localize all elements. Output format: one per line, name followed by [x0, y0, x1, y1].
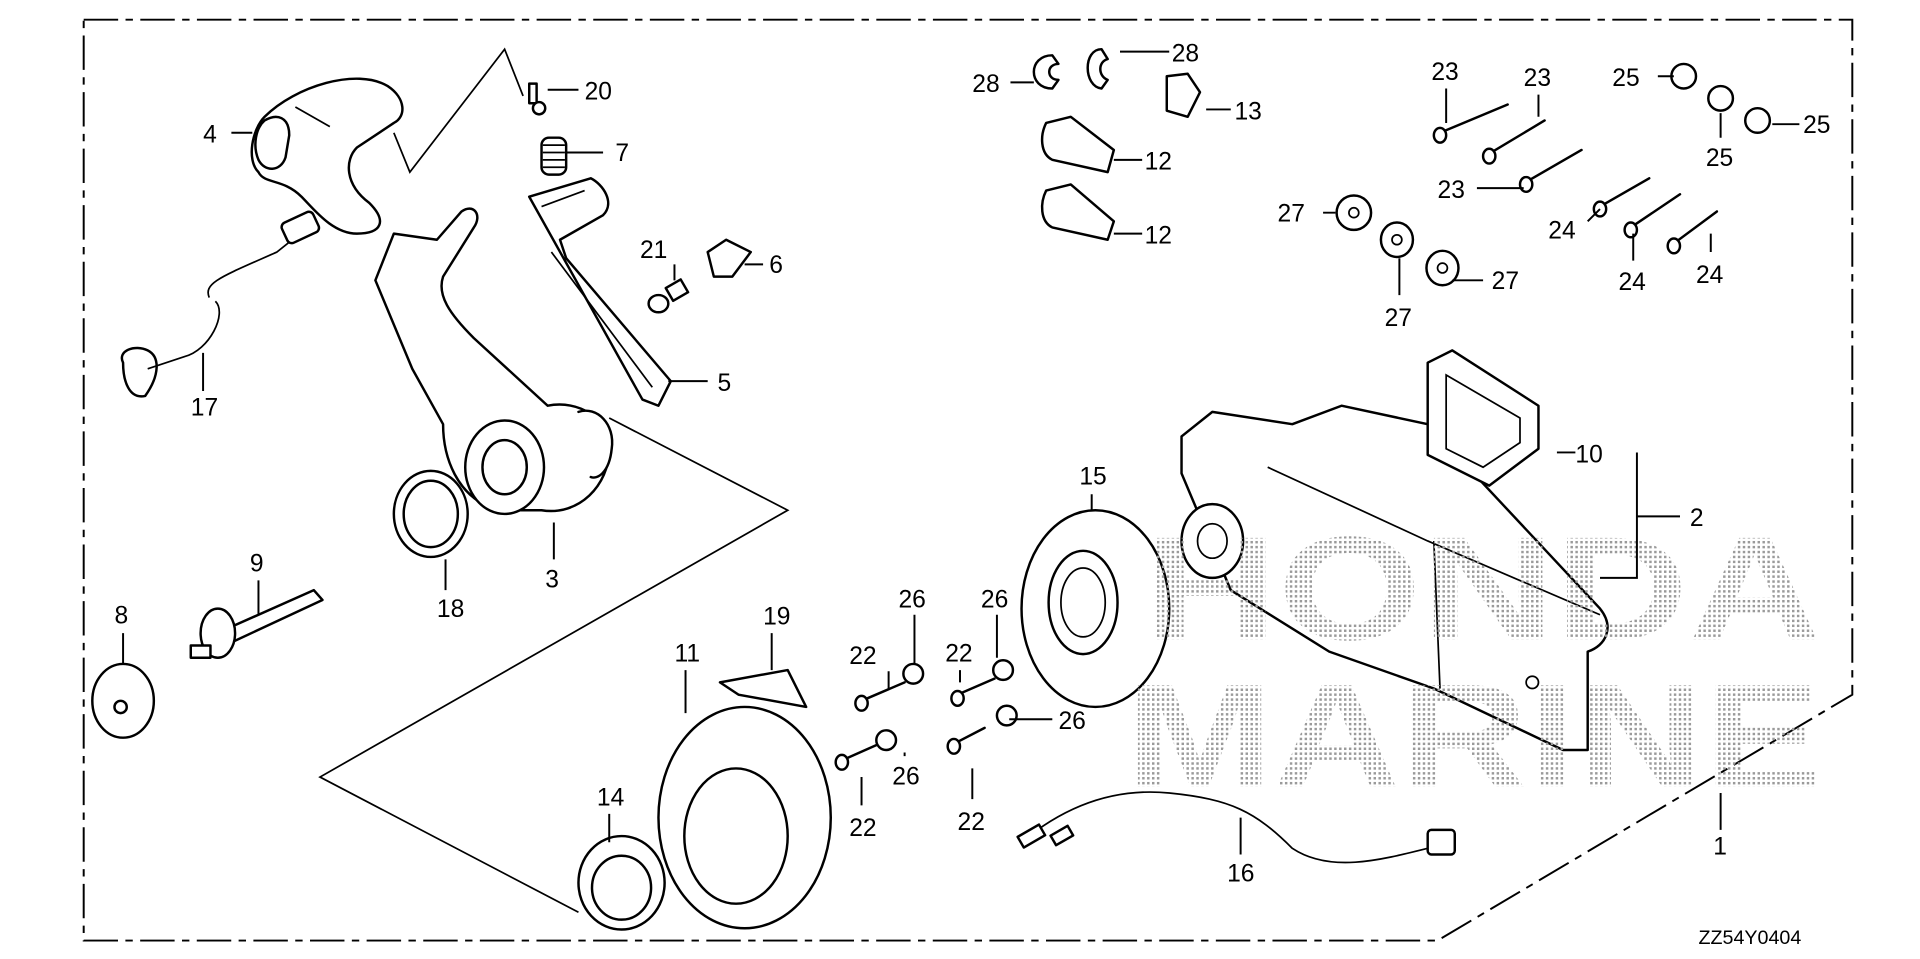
part-number-label: 26: [892, 763, 919, 790]
part-lever: [318, 207, 790, 914]
assembly-frame: [82, 18, 1854, 942]
part-number-label: 6: [769, 252, 783, 279]
part-number-label: 14: [597, 784, 624, 811]
watermark-line-1: HONDA: [1145, 506, 1822, 671]
part-harness: [1016, 791, 1456, 864]
part-number-label: 27: [1492, 268, 1519, 295]
part-number-label: 22: [945, 640, 972, 667]
part-number-label: 23: [1438, 177, 1465, 204]
part-number-label: 24: [1696, 262, 1723, 289]
part-screws-washers: [834, 659, 1018, 771]
part-number-label: 28: [1172, 40, 1199, 67]
part-number-label: 5: [718, 370, 732, 397]
part-number-label: 1: [1713, 834, 1727, 861]
part-number-label: 22: [849, 643, 876, 670]
part-reel: [577, 668, 832, 931]
part-number-label: 27: [1278, 200, 1305, 227]
leader-lines: [122, 50, 1800, 855]
part-cable: [120, 210, 321, 398]
part-number-label: 2: [1690, 505, 1704, 532]
part-number-label: 4: [203, 122, 217, 149]
part-arm: [528, 177, 673, 407]
part-number-label: 26: [898, 586, 925, 613]
part-number-label: 25: [1803, 112, 1830, 139]
part-number-label: 28: [972, 71, 999, 98]
part-number-label: 9: [250, 551, 264, 578]
part-number-label: 10: [1575, 441, 1602, 468]
honda-marine-watermark: HONDA MARINE: [1126, 506, 1821, 818]
part-number-label: 20: [585, 79, 612, 106]
part-number-label: 3: [545, 567, 559, 594]
part-gasket: [1426, 349, 1540, 487]
part-number-label: 12: [1145, 222, 1172, 249]
part-number-label: 8: [114, 602, 128, 629]
part-number-label: 25: [1612, 65, 1639, 92]
part-number-label: 18: [437, 596, 464, 623]
part-number-label: 21: [640, 237, 667, 264]
part-number-label: 23: [1524, 65, 1551, 92]
part-small-hardware: [1032, 47, 1772, 287]
part-rotor: [1020, 509, 1171, 709]
part-number-label: 12: [1145, 149, 1172, 176]
part-number-label: 26: [1058, 708, 1085, 735]
part-plate-bolt: [647, 238, 753, 314]
part-cap: [91, 662, 156, 739]
part-number-label: 26: [981, 586, 1008, 613]
part-number-label: 22: [958, 809, 985, 836]
part-number-label: 25: [1706, 145, 1733, 172]
part-screw-spring: [528, 82, 568, 176]
part-number-label: 22: [849, 815, 876, 842]
part-number-label: 24: [1548, 218, 1575, 245]
part-number-label: 7: [615, 140, 629, 167]
part-number-label: 17: [191, 395, 218, 422]
drawing-code: ZZ54Y0404: [1698, 927, 1801, 949]
part-number-label: 13: [1234, 98, 1261, 125]
part-number-label: 19: [763, 604, 790, 631]
part-number-label: 27: [1385, 305, 1412, 332]
part-number-label: 11: [674, 640, 700, 667]
part-case: [1180, 404, 1609, 752]
part-number-label: 16: [1227, 861, 1254, 888]
part-number-label: 23: [1431, 59, 1458, 86]
watermark-line-2: MARINE: [1126, 654, 1821, 819]
part-shaft: [189, 588, 324, 660]
part-number-label: 24: [1618, 269, 1645, 296]
part-o-ring: [392, 469, 469, 559]
part-grip: [250, 47, 524, 235]
part-number-label: 15: [1079, 463, 1106, 490]
